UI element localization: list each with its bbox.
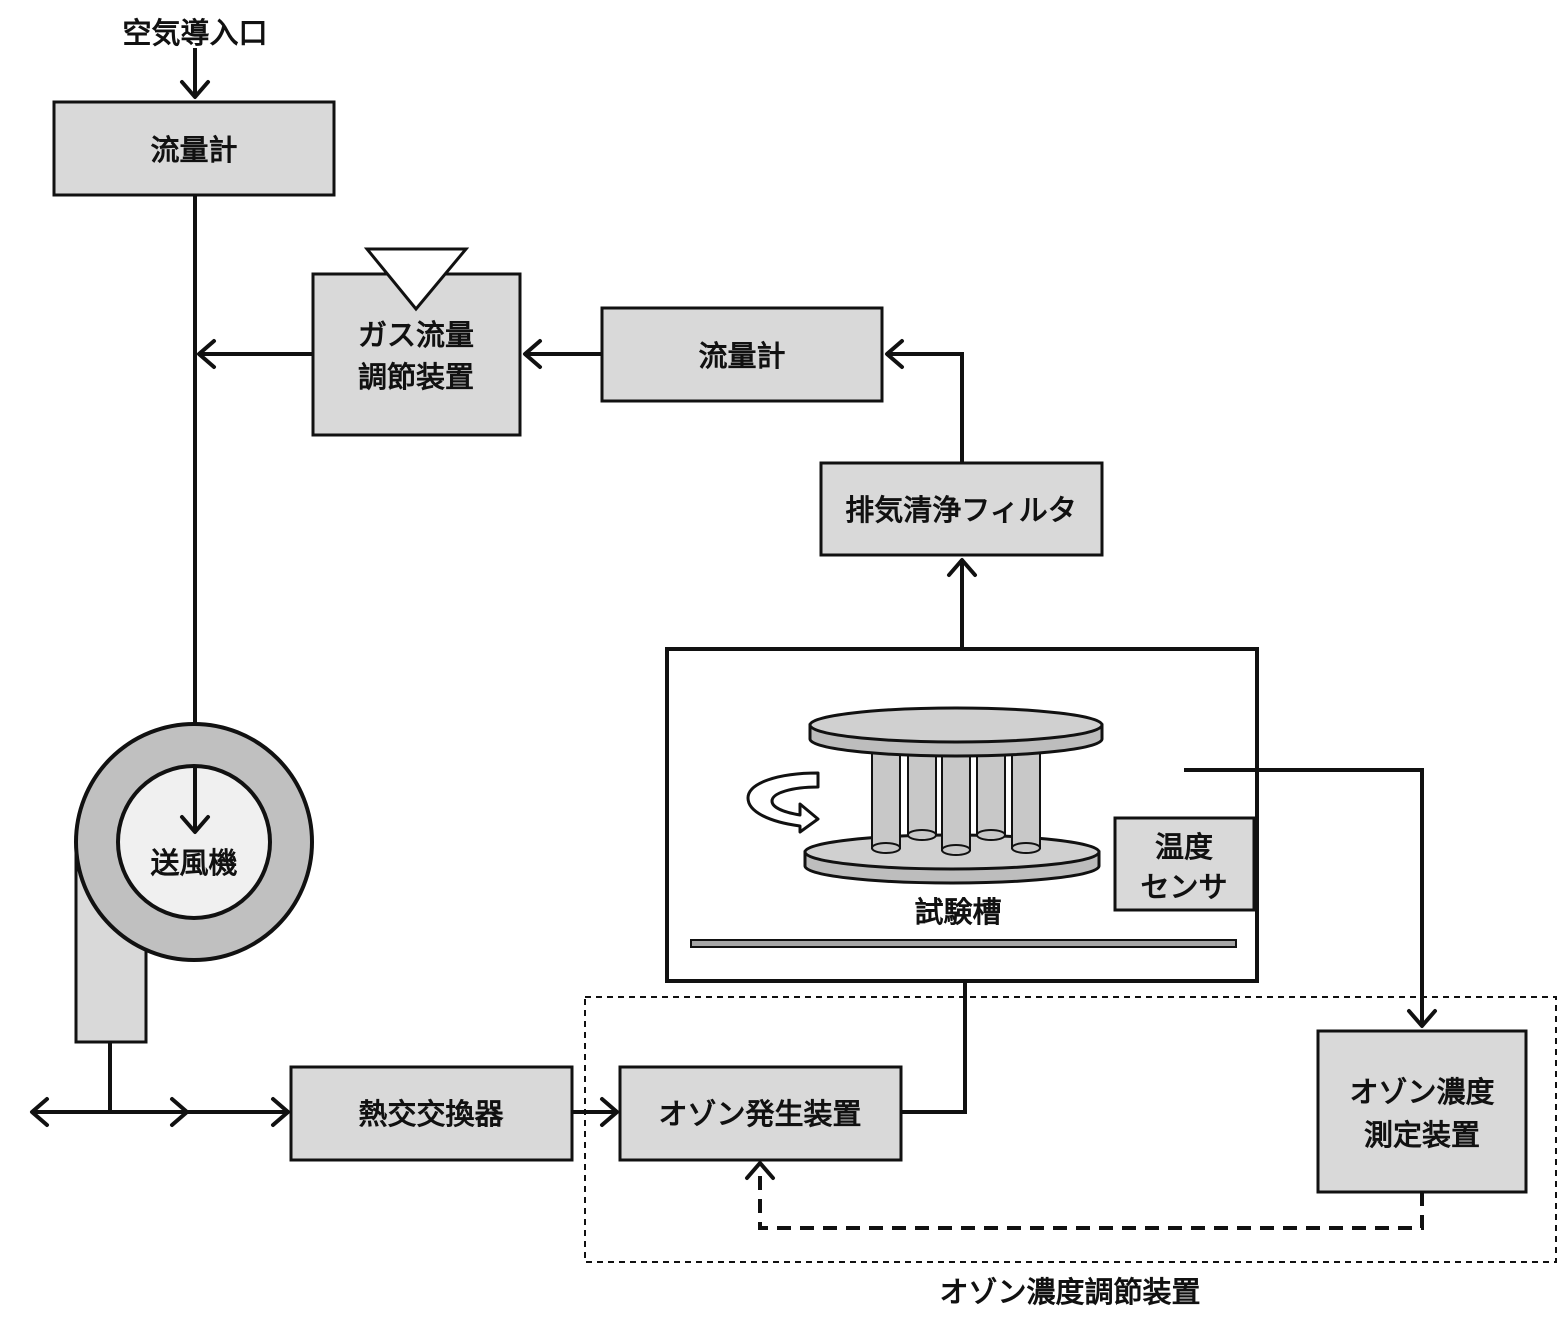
blower-inlet-arrowhead-icon <box>180 815 210 834</box>
sample-columns <box>871 749 1041 856</box>
temp-sensor-box <box>1113 816 1256 912</box>
sample-column-1-bottom <box>871 842 901 854</box>
gas-to-main-arrowhead-icon <box>197 339 216 369</box>
sample-column-back-1-bottom <box>907 829 937 841</box>
sample-column-2 <box>941 751 971 851</box>
sample-to-measure-arrowhead-icon <box>1407 1009 1437 1028</box>
exhaust-filter-label: 排気清浄フィルタ <box>845 493 1076 527</box>
ozone-control-unit-region <box>584 996 1557 1263</box>
ozone-measure-box <box>1316 1029 1528 1194</box>
bus-left-arrowhead-icon <box>30 1097 49 1127</box>
blower-label: 送風機 <box>150 846 237 880</box>
heat-exchanger-label: 熱交交換器 <box>358 1097 504 1131</box>
turntable-top-plate <box>808 706 1104 744</box>
flowmeter-top-label: 流量計 <box>150 133 237 167</box>
test-chamber-label: 試験槽 <box>914 895 1001 929</box>
sample-column-3 <box>1011 751 1041 849</box>
sample-column-1 <box>871 751 901 849</box>
sample-to-measure-line <box>1184 768 1424 1026</box>
sample-column-3-bottom <box>1011 842 1041 854</box>
bus-right-arrowhead-icon <box>271 1097 290 1127</box>
filter-to-flowmeter-line <box>886 352 964 462</box>
flowmeter-mid-label: 流量計 <box>698 339 785 373</box>
sample-column-2-bottom <box>941 844 971 856</box>
gas-inlet-triangle-icon <box>363 247 470 312</box>
feedback-arrowhead-icon <box>745 1161 775 1180</box>
flowmeter-to-gas-arrowhead-icon <box>523 339 542 369</box>
filter-to-flowmeter-arrowhead-icon <box>885 339 904 369</box>
air-inlet-label: 空気導入口 <box>122 16 267 50</box>
sample-column-back-1 <box>907 749 937 836</box>
hx-to-ozone-arrowhead-icon <box>600 1097 619 1127</box>
gas-flow-label-2: 調節装置 <box>358 360 474 394</box>
temp-sensor-label-1: 温度 <box>1155 830 1213 864</box>
ozone-measure-label-1: オゾン濃度 <box>1349 1075 1494 1109</box>
sample-column-back-2 <box>976 749 1006 836</box>
bus-mid-arrowhead-icon <box>170 1097 189 1127</box>
chamber-floor-plate <box>690 939 1237 948</box>
exhaust-filter-box <box>819 461 1104 557</box>
heat-exchanger-box <box>289 1065 574 1162</box>
temp-sensor-label-2: センサ <box>1140 870 1227 904</box>
flowmeter-mid-box <box>600 306 884 403</box>
inlet-arrowhead-icon <box>180 80 210 99</box>
flowmeter-top-box <box>52 100 336 197</box>
sample-column-back-2-bottom <box>976 829 1006 841</box>
ozone-to-chamber-line <box>901 955 967 1114</box>
gas-flow-label-1: ガス流量 <box>358 318 474 352</box>
chamber-to-filter-arrowhead-icon <box>947 558 977 577</box>
ozone-generator-label: オゾン発生装置 <box>658 1097 861 1131</box>
ozone-control-unit-label: オゾン濃度調節装置 <box>939 1275 1200 1309</box>
rotation-arrow-icon <box>746 771 820 834</box>
ozone-measure-label-2: 測定装置 <box>1364 1118 1480 1152</box>
